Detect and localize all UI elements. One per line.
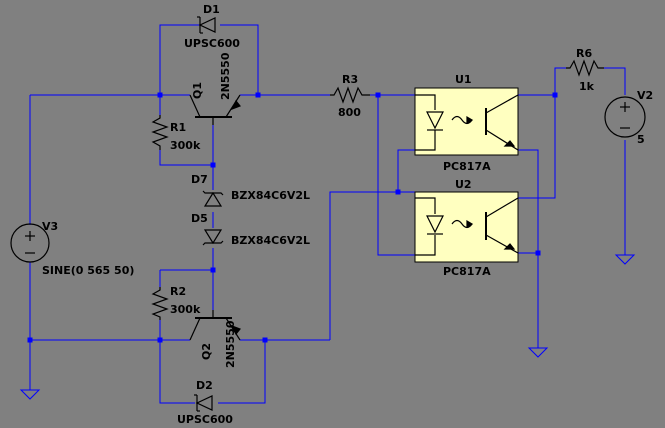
diode-d2[interactable] bbox=[194, 394, 213, 412]
q2-value: 2N5550 bbox=[224, 320, 237, 368]
d2-ref: D2 bbox=[196, 379, 213, 392]
q1-ref: Q1 bbox=[191, 82, 204, 99]
u1-value: PC817A bbox=[443, 160, 491, 173]
r3-value: 800 bbox=[338, 106, 361, 119]
u1-ref: U1 bbox=[455, 73, 472, 86]
ground-icon bbox=[527, 347, 549, 358]
junction-dot bbox=[210, 162, 216, 168]
u2-ref: U2 bbox=[455, 178, 472, 191]
voltage-source-v3[interactable] bbox=[10, 223, 50, 263]
d5-ref: D5 bbox=[191, 212, 208, 225]
v3-value: SINE(0 565 50) bbox=[42, 264, 134, 277]
voltage-source-icon bbox=[10, 223, 50, 263]
v2-ref: V2 bbox=[637, 89, 653, 102]
d5-value: BZX84C6V2L bbox=[231, 234, 310, 247]
junction-dot bbox=[157, 337, 163, 343]
npn-transistor-icon bbox=[230, 99, 241, 111]
optocoupler-icon bbox=[415, 197, 519, 256]
junction-dot bbox=[535, 250, 541, 256]
zener-diode-icon bbox=[203, 229, 223, 245]
r3-ref: R3 bbox=[342, 73, 358, 86]
d7-value: BZX84C6V2L bbox=[231, 189, 310, 202]
optocoupler-u2[interactable] bbox=[414, 191, 519, 263]
junction-dot bbox=[255, 92, 261, 98]
junction-dot bbox=[395, 189, 401, 195]
r2-value: 300k bbox=[170, 303, 201, 316]
diode-icon bbox=[195, 395, 213, 411]
r1-ref: R1 bbox=[170, 121, 186, 134]
zener-d7[interactable] bbox=[202, 190, 224, 207]
v2-value: 5 bbox=[637, 133, 645, 146]
optocoupler-icon bbox=[415, 94, 519, 151]
junction-dot bbox=[375, 92, 381, 98]
junction-dot bbox=[210, 267, 216, 273]
d7-ref: D7 bbox=[191, 173, 208, 186]
ground-icon bbox=[614, 254, 636, 265]
wires bbox=[29, 24, 626, 404]
voltage-source-icon bbox=[604, 96, 646, 138]
r1-value: 300k bbox=[170, 139, 201, 152]
junction-dot bbox=[552, 92, 558, 98]
v3-ref: V3 bbox=[42, 220, 58, 233]
junction-dot bbox=[157, 92, 163, 98]
resistor-r3[interactable] bbox=[330, 86, 370, 104]
transistor-q2[interactable] bbox=[189, 310, 241, 341]
npn-transistor-icon bbox=[230, 324, 241, 336]
q2-ref: Q2 bbox=[200, 343, 213, 360]
zener-d5[interactable] bbox=[202, 229, 224, 246]
u2-value: PC817A bbox=[443, 265, 491, 278]
junction-dot bbox=[27, 337, 33, 343]
d2-value: UPSC600 bbox=[177, 413, 233, 426]
zener-diode-icon bbox=[203, 191, 223, 207]
r2-ref: R2 bbox=[170, 285, 186, 298]
ground-icon bbox=[19, 389, 41, 400]
optocoupler-u1[interactable] bbox=[414, 87, 519, 156]
transistor-q1[interactable] bbox=[189, 94, 241, 125]
diode-icon bbox=[198, 17, 216, 33]
d1-ref: D1 bbox=[203, 3, 220, 16]
r6-ref: R6 bbox=[576, 47, 592, 60]
junctions bbox=[27, 92, 558, 343]
resistor-r2[interactable] bbox=[151, 287, 169, 320]
junction-dot bbox=[262, 337, 268, 343]
r6-value: 1k bbox=[579, 80, 595, 93]
resistor-r1[interactable] bbox=[151, 115, 169, 150]
resistor-r6[interactable] bbox=[566, 59, 604, 77]
diode-d1[interactable] bbox=[197, 16, 216, 34]
q1-value: 2N5550 bbox=[219, 52, 232, 100]
d1-value: UPSC600 bbox=[184, 37, 240, 50]
voltage-source-v2[interactable] bbox=[604, 96, 646, 138]
